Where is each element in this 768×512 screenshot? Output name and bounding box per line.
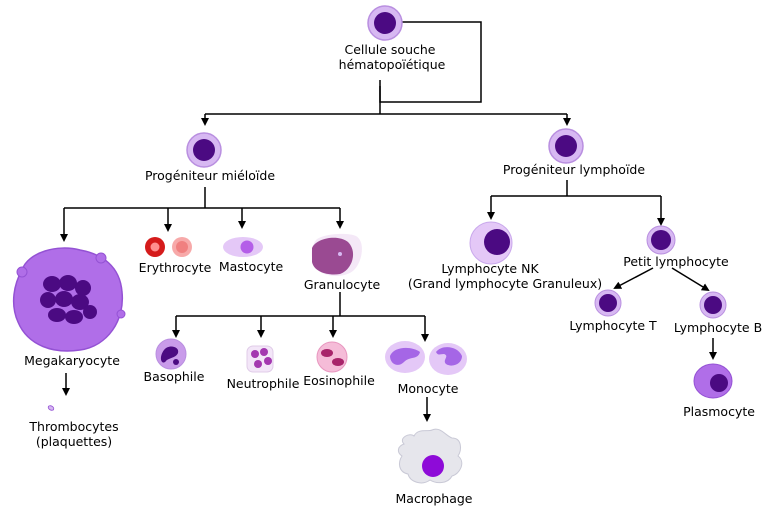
label-lymphocyte-b: Lymphocyte B bbox=[673, 320, 763, 335]
label-eosinophile: Eosinophile bbox=[303, 373, 375, 388]
megakaryocyte-cell bbox=[12, 247, 126, 352]
arrow-to-lymph-t bbox=[613, 267, 654, 289]
label-stem-cell-line2: hématopoïétique bbox=[338, 57, 446, 72]
label-stem-cell: Cellule souche bbox=[344, 42, 436, 57]
label-myeloid-progenitor: Progéniteur miéloïde bbox=[144, 168, 276, 183]
arrow-to-lymph-b bbox=[671, 267, 710, 292]
label-granulocyte: Granulocyte bbox=[303, 277, 381, 292]
stem-cell bbox=[367, 5, 403, 41]
erythrocyte-cells bbox=[145, 237, 192, 257]
label-lymphocyte-nk-line2: (Grand lymphocyte Granuleux) bbox=[407, 276, 603, 291]
label-petit-lymphocyte: Petit lymphocyte bbox=[623, 254, 729, 269]
label-monocyte: Monocyte bbox=[397, 381, 459, 396]
label-neutrophile: Neutrophile bbox=[226, 376, 300, 391]
monocyte-cells bbox=[385, 341, 467, 375]
mastocyte-cell bbox=[223, 237, 263, 257]
label-lymphoid-progenitor: Progéniteur lymphoïde bbox=[502, 162, 646, 177]
label-lymphocyte-nk: Lymphocyte NK bbox=[441, 261, 539, 276]
lymphocyte-t-cell bbox=[594, 289, 622, 317]
label-megakaryocyte: Megakaryocyte bbox=[24, 353, 120, 368]
lymphocyte-nk-cell bbox=[469, 221, 513, 265]
label-thrombocytes-line2: (plaquettes) bbox=[35, 434, 113, 449]
basophile-cell bbox=[155, 338, 187, 370]
myeloid-progenitor-cell bbox=[186, 132, 222, 168]
neutrophile-cell bbox=[246, 345, 274, 373]
petit-lymphocyte-cell bbox=[646, 225, 676, 255]
plasmocyte-cell bbox=[693, 363, 733, 399]
lymphoid-progenitor-cell bbox=[548, 128, 584, 164]
label-lymphocyte-t: Lymphocyte T bbox=[569, 318, 657, 333]
connector-lines bbox=[60, 21, 717, 422]
label-macrophage: Macrophage bbox=[395, 491, 473, 506]
lymphocyte-b-cell bbox=[699, 291, 727, 319]
label-mastocyte: Mastocyte bbox=[218, 259, 284, 274]
label-basophile: Basophile bbox=[143, 369, 205, 384]
label-erythrocyte: Erythrocyte bbox=[138, 260, 212, 275]
granulocyte-cell bbox=[311, 233, 362, 276]
label-plasmocyte: Plasmocyte bbox=[683, 404, 755, 419]
thrombocyte-cell bbox=[47, 405, 55, 411]
macrophage-cell bbox=[397, 428, 463, 484]
eosinophile-cell bbox=[316, 341, 348, 373]
label-thrombocytes: Thrombocytes bbox=[29, 419, 119, 434]
